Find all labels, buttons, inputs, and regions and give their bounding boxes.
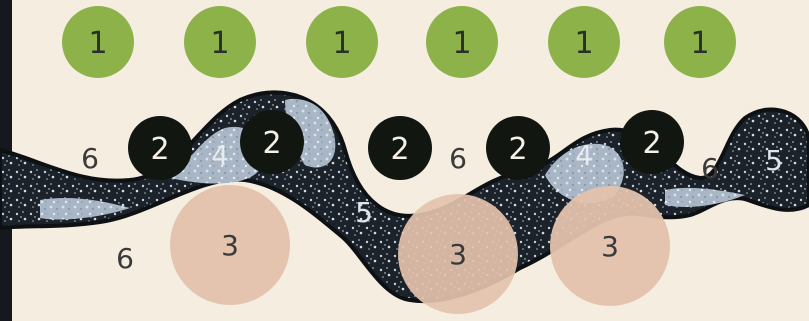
row-cells-3: [170, 185, 670, 314]
label-1: 1: [574, 26, 593, 61]
label-6: 6: [81, 142, 99, 175]
label-1: 1: [88, 26, 107, 61]
label-1: 1: [690, 26, 709, 61]
label-6: 6: [449, 142, 467, 175]
label-6: 6: [701, 152, 719, 185]
label-2: 2: [262, 126, 281, 161]
label-1: 1: [332, 26, 351, 61]
label-2: 2: [390, 132, 409, 167]
label-3: 3: [449, 238, 467, 271]
label-1: 1: [210, 26, 229, 61]
label-2: 2: [508, 132, 527, 167]
label-5: 5: [355, 196, 373, 229]
label-4: 4: [575, 139, 593, 172]
label-2: 2: [150, 132, 169, 167]
row-cells-1: [62, 6, 736, 78]
label-3: 3: [221, 229, 239, 262]
label-5: 5: [765, 144, 783, 177]
label-4: 4: [211, 139, 229, 172]
label-2: 2: [642, 126, 661, 161]
label-1: 1: [452, 26, 471, 61]
label-6: 6: [116, 242, 134, 275]
label-3: 3: [601, 230, 619, 263]
